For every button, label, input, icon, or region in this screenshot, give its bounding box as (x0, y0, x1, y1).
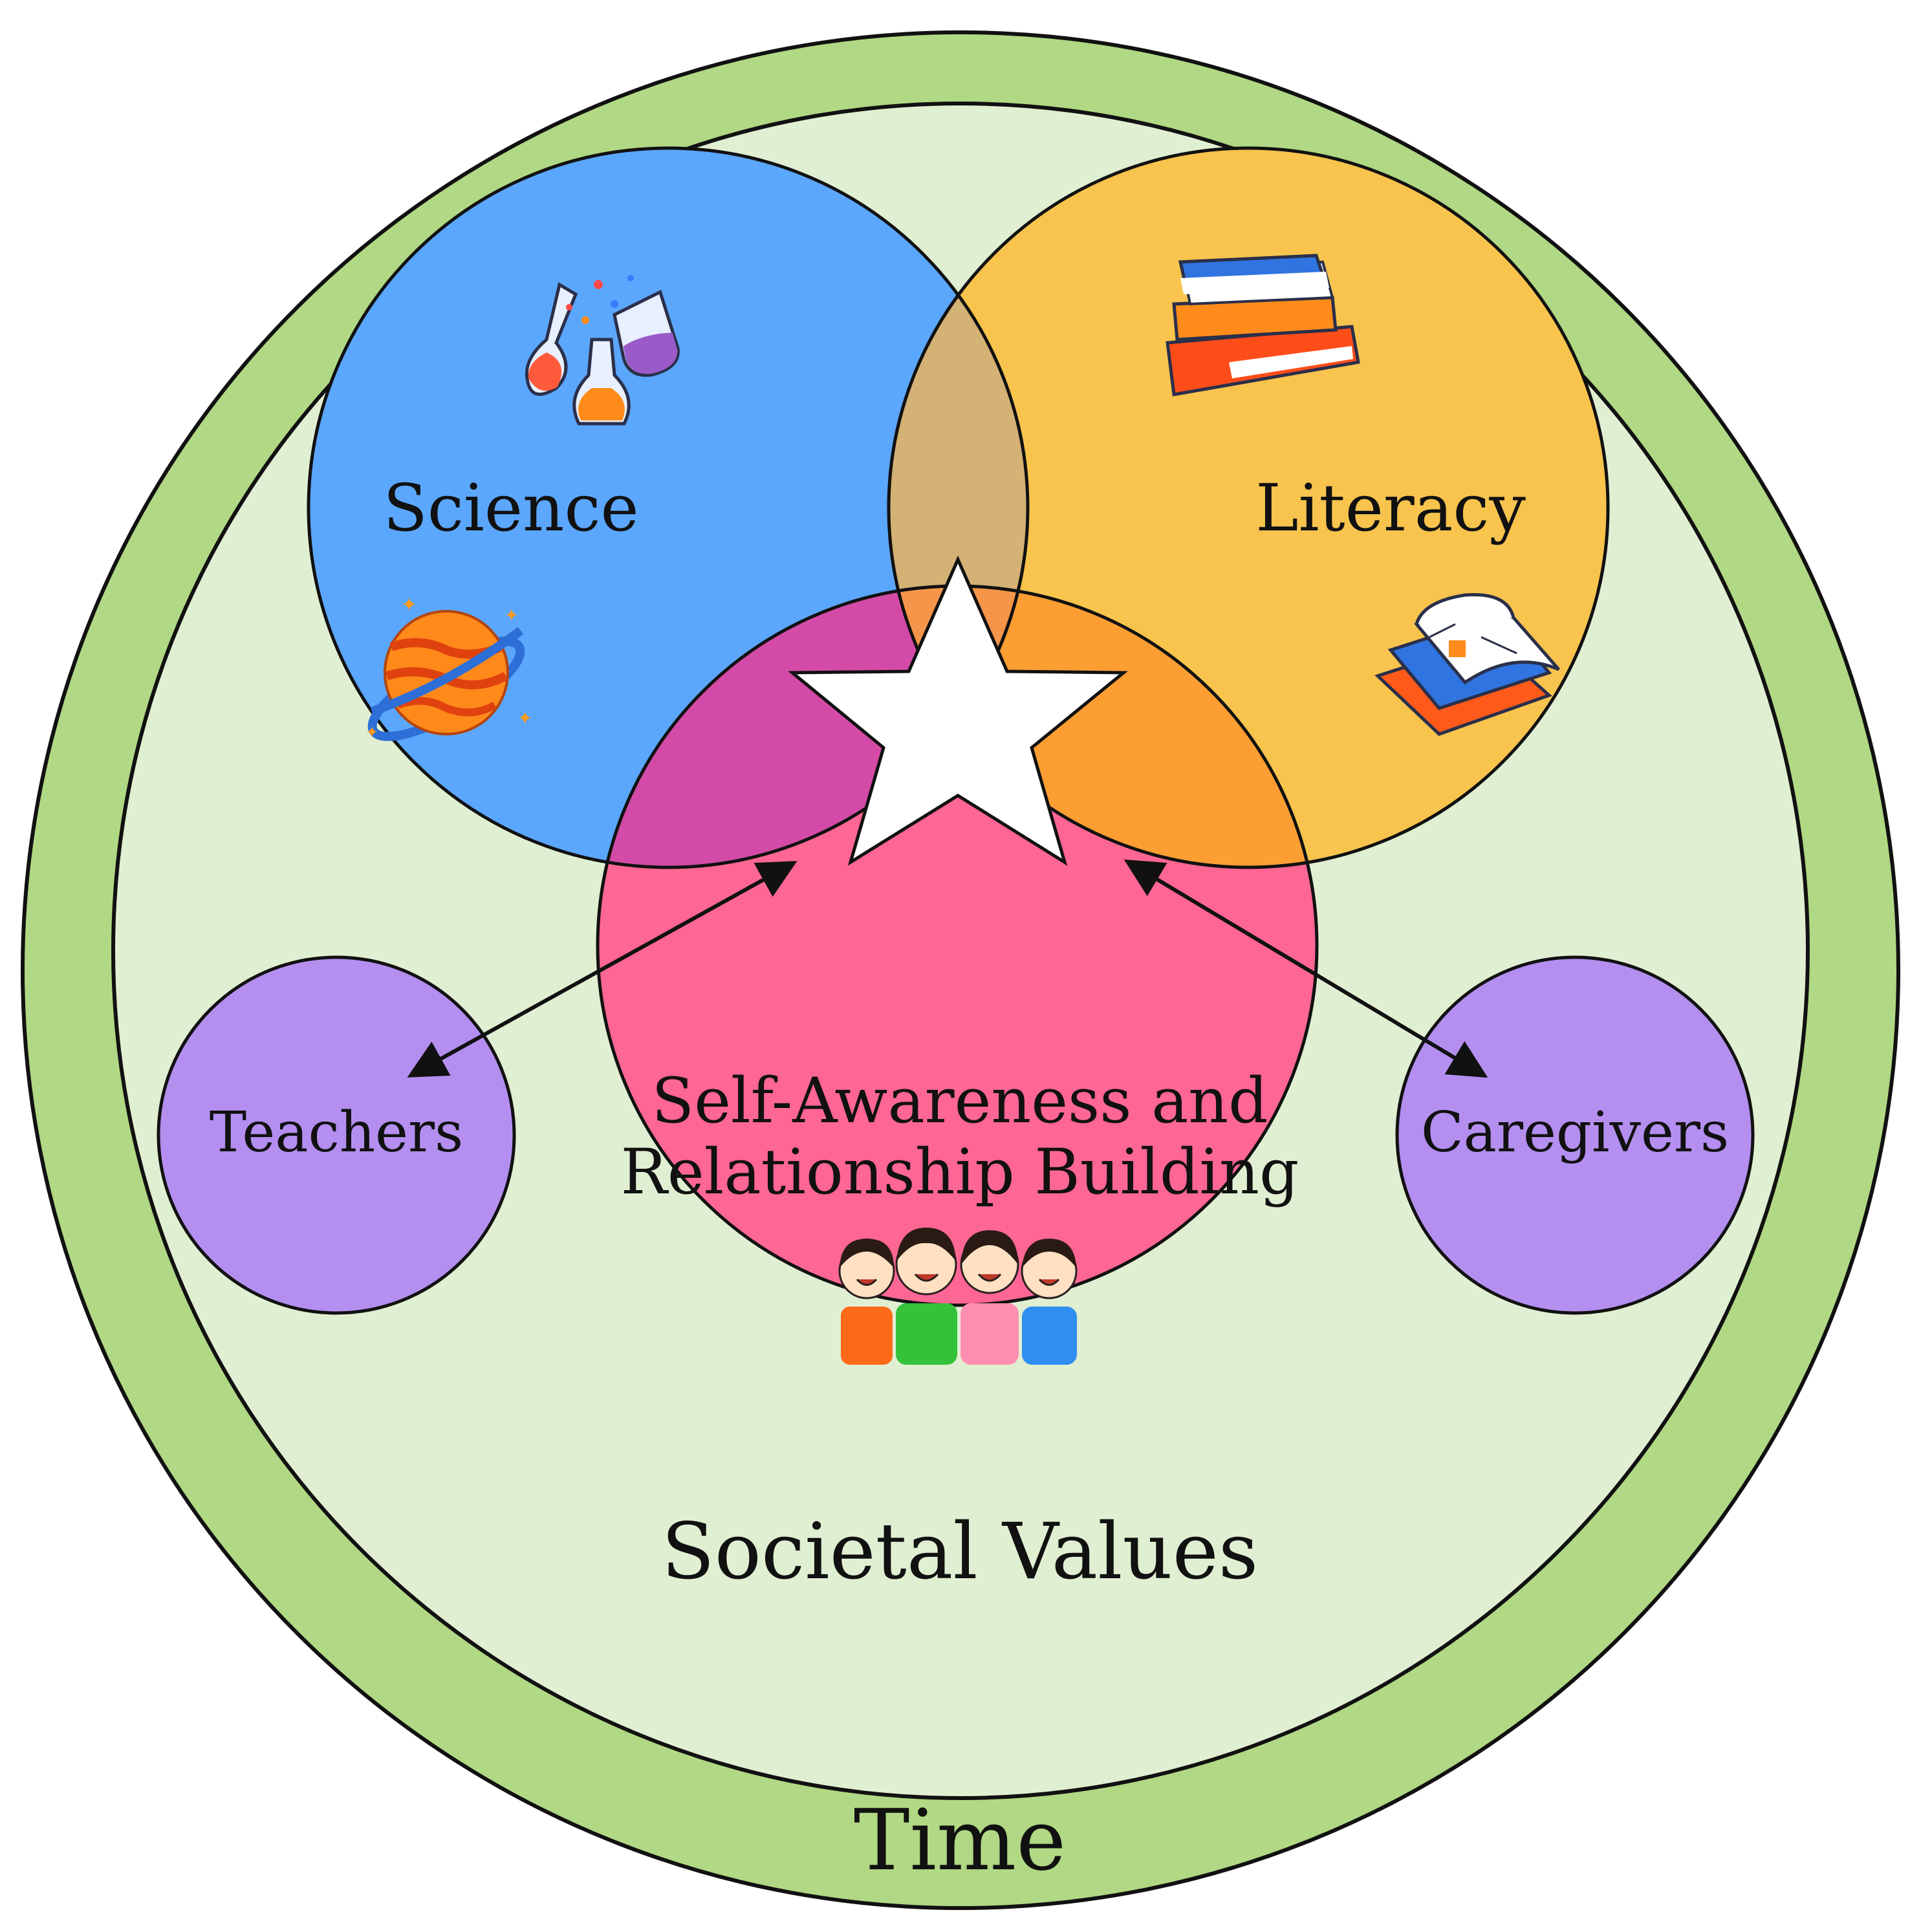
caregivers-label: Caregivers (1421, 1100, 1729, 1165)
science-label: Science (383, 470, 638, 546)
societal-values-label: Societal Values (662, 1507, 1259, 1597)
caregivers-arrow (1123, 859, 1488, 1078)
self-awareness-label-line1: Self-Awareness and (651, 1065, 1268, 1137)
self-awareness-label-line2: Relationship Building (621, 1136, 1299, 1208)
literacy-label: Literacy (1255, 470, 1526, 546)
star-icon (788, 555, 1128, 866)
time-label: Time (854, 1791, 1067, 1889)
teachers-label: Teachers (210, 1100, 464, 1165)
science-self-overlap (598, 586, 1028, 867)
svg-text:✦: ✦ (365, 724, 378, 741)
svg-text:✦: ✦ (401, 594, 417, 616)
svg-text:✦: ✦ (517, 709, 532, 729)
planet-icon: ✦ ✦ ✦ ✦ (365, 594, 532, 741)
teachers-arrow (407, 861, 798, 1078)
children-group-icon (838, 1228, 1078, 1365)
literacy-self-overlap (889, 586, 1317, 867)
svg-text:✦: ✦ (505, 606, 519, 625)
book-stack-icon (1166, 254, 1360, 396)
open-book-icon (1374, 592, 1560, 736)
lab-flasks-icon (525, 275, 680, 426)
